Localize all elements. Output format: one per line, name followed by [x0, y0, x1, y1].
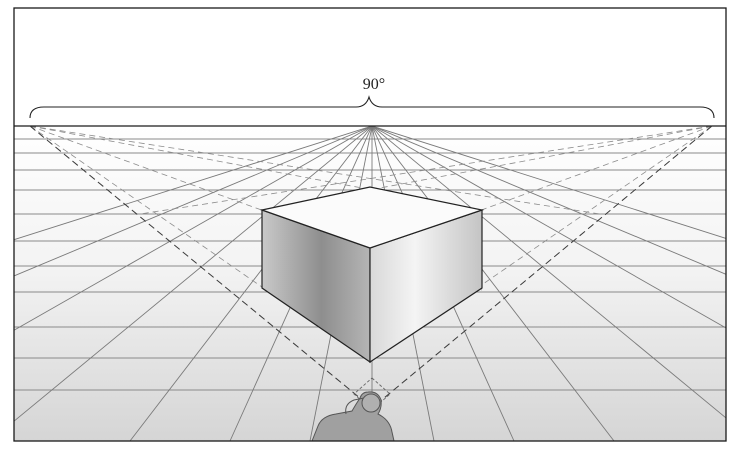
- grid-ray: [371, 125, 615, 442]
- field-of-view-brace: [29, 95, 715, 119]
- vanishing-rays: [13, 125, 727, 442]
- angle-label: 90°: [362, 76, 386, 93]
- grid-ray: [371, 125, 727, 275]
- grid-ray: [129, 125, 373, 442]
- left-sight-line: [29, 125, 373, 409]
- sky-area: [14, 8, 726, 126]
- left-vp-line: [29, 125, 601, 215]
- grid-ray: [371, 125, 727, 329]
- right-sight-line: [371, 125, 713, 409]
- grid-ray: [13, 125, 373, 331]
- grid-ray: [371, 125, 727, 419]
- grid-ray: [13, 125, 373, 277]
- grid-ray: [13, 125, 373, 422]
- grid-ray: [13, 125, 373, 241]
- observer-figure-icon: [311, 391, 395, 442]
- cube-top-face: [259, 186, 485, 249]
- frame-border: [13, 7, 727, 442]
- cube: [259, 186, 485, 364]
- view-diamond: [353, 377, 391, 411]
- grid-ray: [371, 125, 727, 239]
- right-vp-line: [139, 125, 713, 215]
